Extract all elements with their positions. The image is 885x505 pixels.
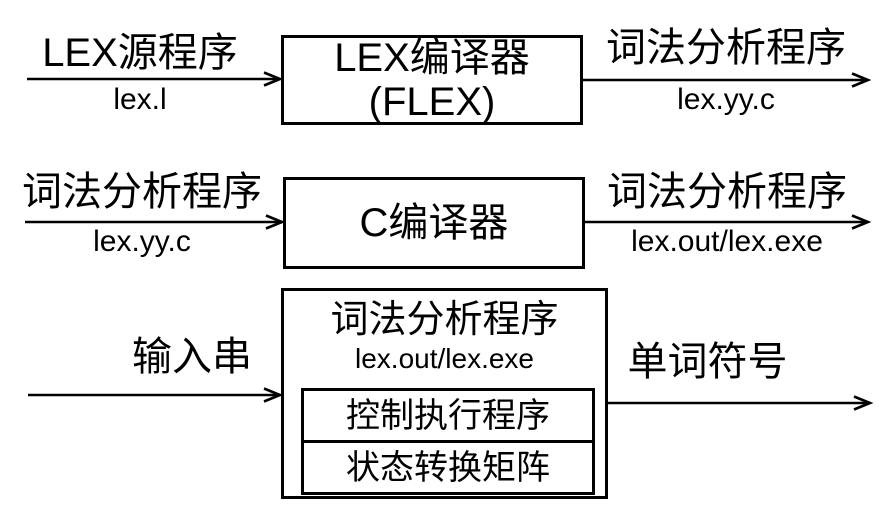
row1-output-label: 词法分析程序 <box>606 26 846 70</box>
row3-input-arrow-icon <box>28 387 284 403</box>
lexical-analyzer-title: 词法分析程序 <box>330 299 559 341</box>
row1-input-label: LEX源程序 <box>42 31 238 75</box>
state-transition-matrix-box: 状态转换矩阵 <box>346 448 550 487</box>
c-compiler-label: C编译器 <box>359 201 509 245</box>
row2-input-filename: lex.yy.c <box>93 225 191 258</box>
c-compiler-box: C编译器 <box>283 177 585 269</box>
row1-output-arrow-icon <box>583 72 872 88</box>
row1-input-arrow-icon <box>27 71 284 87</box>
control-program-box: 控制执行程序 <box>304 391 592 443</box>
row1-output-filename: lex.yy.c <box>677 83 775 116</box>
row2-input-arrow-icon <box>25 214 286 230</box>
row3-input-label: 输入串 <box>132 335 252 379</box>
row2-output-filename: lex.out/lex.exe <box>631 225 823 258</box>
lexer-internals-box: 控制执行程序 状态转换矩阵 <box>301 388 595 495</box>
lex-compiler-label-line2: (FLEX) <box>368 80 496 124</box>
row2-output-label: 词法分析程序 <box>607 170 847 214</box>
lexical-analyzer-box: 词法分析程序 lex.out/lex.exe 控制执行程序 状态转换矩阵 <box>281 288 608 499</box>
lexical-analyzer-filename: lex.out/lex.exe <box>355 343 534 374</box>
row2-input-label: 词法分析程序 <box>22 170 262 214</box>
row3-output-label: 单词符号 <box>627 340 788 384</box>
row2-output-arrow-icon <box>585 214 872 230</box>
lex-compiler-label-line1: LEX编译器 <box>334 36 530 80</box>
lex-compiler-box: LEX编译器 (FLEX) <box>281 35 583 125</box>
row1-input-filename: lex.l <box>113 83 167 116</box>
row3-output-arrow-icon <box>608 395 874 411</box>
